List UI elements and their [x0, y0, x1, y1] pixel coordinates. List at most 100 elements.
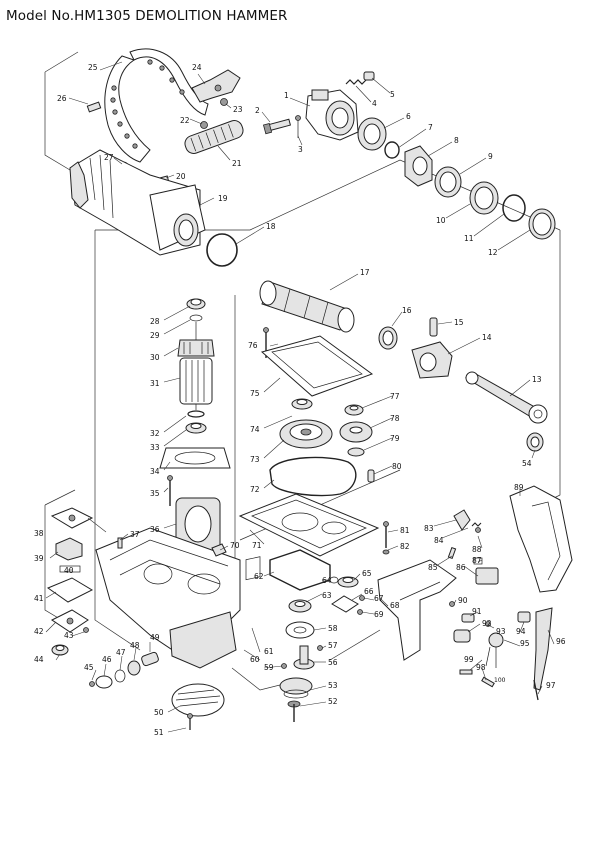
- screw-99: [459, 669, 473, 675]
- crank-shaft-56: [293, 645, 315, 670]
- callout-70: 70: [230, 541, 240, 550]
- callout-27: 27: [104, 153, 114, 162]
- ring-12: [528, 208, 556, 240]
- screw-69: [357, 609, 363, 615]
- callout-42: 42: [34, 627, 44, 636]
- crank-case-housing: [95, 527, 241, 669]
- callout-8: 8: [454, 136, 459, 145]
- callout-43: 43: [64, 631, 74, 640]
- tube-39: [55, 537, 83, 561]
- callout-47: 47: [116, 648, 126, 657]
- callout-74: 74: [250, 425, 260, 434]
- switch-lever-83: [453, 509, 471, 531]
- callout-73: 73: [250, 455, 260, 464]
- nut-23: [220, 98, 228, 106]
- callout-51: 51: [154, 728, 164, 737]
- bearing-65: [337, 576, 359, 588]
- callout-40: 40: [64, 566, 74, 575]
- callout-98: 98: [476, 663, 486, 672]
- needle-bearing-54: [526, 432, 544, 452]
- ring-47: [114, 669, 126, 683]
- screw-51: [187, 713, 193, 730]
- callout-13: 13: [532, 375, 542, 384]
- callout-44: 44: [34, 655, 44, 664]
- callout-63: 63: [322, 591, 332, 600]
- callout-24: 24: [192, 63, 202, 72]
- callout-5: 5: [390, 90, 395, 99]
- label-61: [245, 556, 261, 581]
- callout-83: 83: [424, 524, 434, 533]
- pin-70: [211, 543, 227, 557]
- callout-28: 28: [150, 317, 160, 326]
- callout-90: 90: [458, 596, 468, 605]
- bearing-74: [291, 398, 313, 410]
- spring-4: [345, 79, 367, 85]
- callout-56: 56: [328, 658, 338, 667]
- screw-93: [485, 621, 491, 627]
- callout-19: 19: [218, 194, 228, 203]
- handle-68: [377, 559, 457, 661]
- callout-50: 50: [154, 708, 164, 717]
- piston-14: [411, 341, 453, 379]
- callout-35: 35: [150, 489, 160, 498]
- callout-86: 86: [456, 563, 466, 572]
- screw-67: [359, 595, 365, 601]
- cap-42: [51, 609, 89, 633]
- callout-96: 96: [556, 637, 566, 646]
- callout-34: 34: [150, 467, 160, 476]
- pin-57: [317, 645, 323, 651]
- callout-15: 15: [454, 318, 464, 327]
- callout-58: 58: [328, 624, 338, 633]
- cylinder-10: [469, 181, 499, 215]
- screw-81: [383, 521, 389, 548]
- callout-2: 2: [255, 106, 260, 115]
- callout-69: 69: [374, 610, 384, 619]
- bearing-79: [347, 447, 365, 457]
- screw-59: [281, 663, 287, 669]
- callout-80: 80: [392, 462, 402, 471]
- callout-66: 66: [364, 587, 374, 596]
- callout-84: 84: [434, 536, 444, 545]
- callout-11: 11: [464, 234, 474, 243]
- cap-48: [127, 660, 141, 676]
- callout-53: 53: [328, 681, 338, 690]
- handle-cover-89: [509, 485, 573, 593]
- bearing-63: [288, 599, 312, 613]
- armature-30: [177, 322, 215, 357]
- screw-45: [89, 681, 95, 687]
- cover-38: [50, 507, 94, 529]
- pin-37: [117, 537, 123, 549]
- callout-39: 39: [34, 554, 44, 563]
- spring-84: [471, 522, 482, 527]
- callout-78: 78: [390, 414, 400, 423]
- callout-64: 64: [322, 576, 332, 585]
- callout-14: 14: [482, 333, 492, 342]
- callout-91: 91: [472, 607, 482, 616]
- bolt-2: [262, 118, 292, 135]
- callout-9: 9: [488, 152, 493, 161]
- cord-guard-96: [533, 607, 553, 691]
- callout-87: 87: [472, 556, 482, 565]
- callout-59: 59: [264, 663, 274, 672]
- cord-97: [533, 679, 539, 701]
- strain-relief-94: [517, 611, 531, 623]
- callout-labels: 25 24 26 23 22 21 27 20 19 18 1 2 3 4 5 …: [34, 63, 566, 737]
- callout-6: 6: [406, 112, 411, 121]
- cap-44: [51, 644, 69, 656]
- callout-68: 68: [390, 601, 400, 610]
- screw-3: [295, 115, 301, 138]
- plug-49: [141, 651, 159, 667]
- plate-46: [95, 675, 113, 689]
- callout-72: 72: [250, 485, 260, 494]
- cover-75: [260, 335, 374, 397]
- screw-88: [475, 527, 481, 533]
- callout-10: 10: [436, 216, 446, 225]
- callout-22: 22: [180, 116, 190, 125]
- washer-32: [187, 410, 205, 418]
- pin-15: [429, 317, 438, 337]
- callout-57: 57: [328, 641, 338, 650]
- bolt-26: [86, 101, 102, 113]
- callout-1: 1: [284, 91, 289, 100]
- disc-60: [279, 677, 313, 695]
